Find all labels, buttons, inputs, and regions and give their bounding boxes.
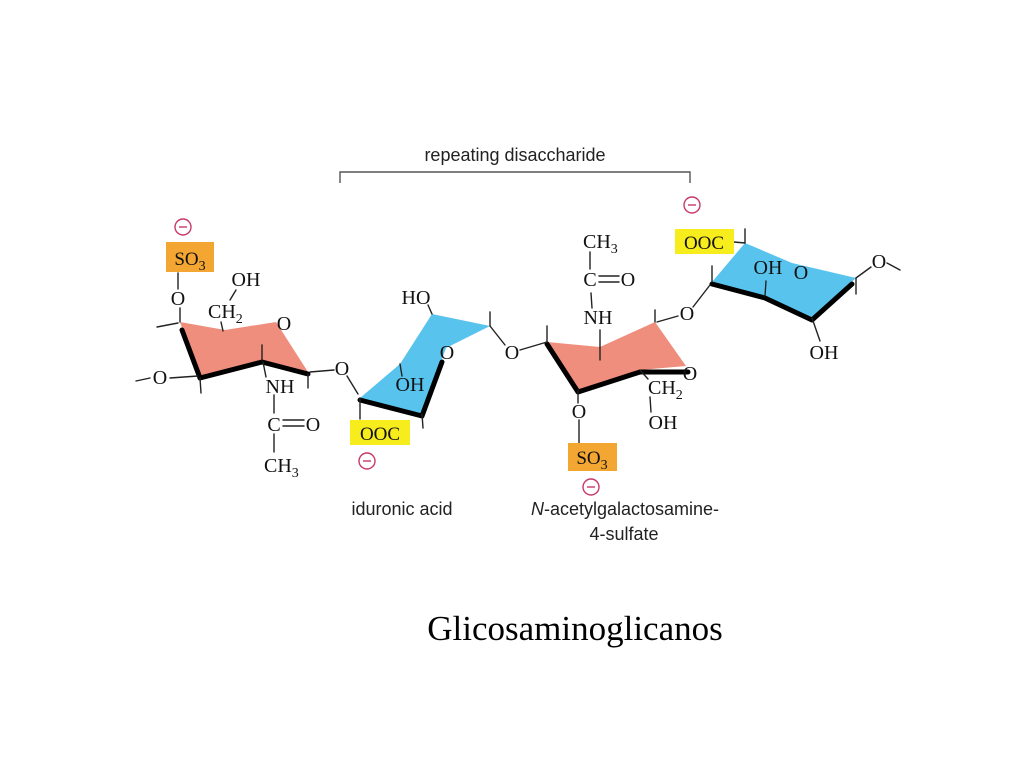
hydroxyl-label: OH xyxy=(232,269,261,291)
bond-line xyxy=(156,322,179,328)
bond-line xyxy=(886,262,901,271)
iduronic-ring-2 xyxy=(712,243,856,318)
hydroxyl-top-label: HO xyxy=(402,287,431,309)
sulfate-subscript: 3 xyxy=(601,458,608,473)
galnac-label-italic: N xyxy=(531,499,545,519)
carboxylate-label: OOC xyxy=(360,424,400,445)
sulfate-box-4s xyxy=(568,443,617,471)
slide-caption: Glicosaminoglicanos xyxy=(427,609,723,648)
bond-line xyxy=(855,266,872,279)
carbonyl-carbon: C xyxy=(267,414,280,436)
sulfate-box-left xyxy=(166,242,214,272)
sulfate-ester-oxygen: O xyxy=(171,288,185,310)
bond-line xyxy=(135,377,151,382)
bond-line xyxy=(309,369,335,373)
galnac-label-line2: 4-sulfate xyxy=(589,524,658,544)
negative-charge-icon xyxy=(358,452,376,470)
bond-line xyxy=(199,377,202,394)
bond-line xyxy=(229,289,237,301)
ring-oxygen: O xyxy=(683,363,697,385)
methyl-label: CH3 xyxy=(583,231,618,257)
glycosidic-oxygen-2: O xyxy=(505,342,519,364)
bond-line xyxy=(421,413,424,429)
ring-oxygen: O xyxy=(794,262,808,284)
galnac-label-rest: -acetylgalactosamine- xyxy=(544,499,719,519)
bond-line xyxy=(656,315,679,323)
hydroxyl-top-label: OH xyxy=(754,257,783,279)
negative-charge-icon xyxy=(683,196,701,214)
bond-line xyxy=(399,363,403,377)
sulfate-label: SO3 xyxy=(576,448,607,473)
ring-front-edge xyxy=(544,341,691,395)
carbonyl-oxygen: O xyxy=(621,269,635,291)
ring-front-edge xyxy=(179,327,311,381)
iduronic-ring-1 xyxy=(360,314,490,414)
galnac-ring-4s xyxy=(547,322,686,390)
negative-charge-icon xyxy=(582,478,600,496)
methylene-label: CH2 xyxy=(208,301,243,327)
carboxylate-box-1 xyxy=(350,420,410,445)
methyl-subscript: 3 xyxy=(292,466,299,481)
hydroxyl-bottom-label: OH xyxy=(810,342,839,364)
glycosidic-oxygen-1: O xyxy=(335,358,349,380)
iduronic-acid-label: iduronic acid xyxy=(351,499,452,519)
methyl-subscript: 3 xyxy=(611,242,618,257)
bond-line xyxy=(649,396,652,413)
carbonyl-carbon: C xyxy=(583,269,596,291)
methylene-base: CH xyxy=(208,301,236,323)
methyl-base: CH xyxy=(583,231,611,253)
methyl-base: CH xyxy=(264,455,292,477)
sulfate-base: SO xyxy=(174,249,198,270)
glycosidic-oxygen-3: O xyxy=(680,303,694,325)
methylene-label: CH2 xyxy=(648,377,683,403)
bond-line xyxy=(427,304,433,315)
methylene-subscript: 2 xyxy=(676,388,683,403)
sulfate-ester-oxygen: O xyxy=(572,401,586,423)
sulfate-base: SO xyxy=(576,448,600,469)
galnac-label-line1: N-acetylgalactosamine- xyxy=(531,499,719,519)
hydroxyl-mid-label: OH xyxy=(396,374,425,396)
amide-nh-label: NH xyxy=(266,376,295,398)
charge-ring xyxy=(582,478,600,496)
methylene-base: CH xyxy=(648,377,676,399)
ring-oxygen: O xyxy=(277,313,291,335)
charge-ring xyxy=(358,452,376,470)
charge-ring xyxy=(683,196,701,214)
bond-line xyxy=(489,325,506,346)
amide-nh-label: NH xyxy=(584,307,613,329)
bond-line xyxy=(519,341,548,351)
sulfate-label: SO3 xyxy=(174,249,205,274)
negative-charge-icon xyxy=(174,218,192,236)
bond-line xyxy=(639,369,649,380)
bond-line xyxy=(733,241,746,244)
bond-line xyxy=(764,280,767,297)
carboxylate-label: OOC xyxy=(684,233,724,254)
bracket-label: repeating disaccharide xyxy=(424,145,605,165)
bond-line xyxy=(262,361,267,378)
bond-lines xyxy=(135,228,901,453)
bond-line xyxy=(220,321,224,332)
chain-oxygen-right: O xyxy=(872,251,886,273)
charge-ring xyxy=(174,218,192,236)
bond-line xyxy=(346,375,359,395)
bond-line xyxy=(811,317,821,342)
ring-oxygen: O xyxy=(440,342,454,364)
methylene-subscript: 2 xyxy=(236,312,243,327)
galnac-ring-left xyxy=(180,322,308,378)
carbonyl-oxygen: O xyxy=(306,414,320,436)
carboxylate-box-2 xyxy=(675,229,734,254)
chain-oxygen-left: O xyxy=(153,367,167,389)
ring-front-edge xyxy=(709,281,855,323)
sulfate-subscript: 3 xyxy=(199,259,206,274)
bond-line xyxy=(692,284,711,308)
hydroxyl-label: OH xyxy=(649,412,678,434)
methyl-label: CH3 xyxy=(264,455,299,481)
repeating-unit-bracket: repeating disaccharide xyxy=(339,145,691,183)
bond-line xyxy=(590,292,593,309)
bond-line xyxy=(169,375,199,379)
bracket-line xyxy=(339,171,691,183)
